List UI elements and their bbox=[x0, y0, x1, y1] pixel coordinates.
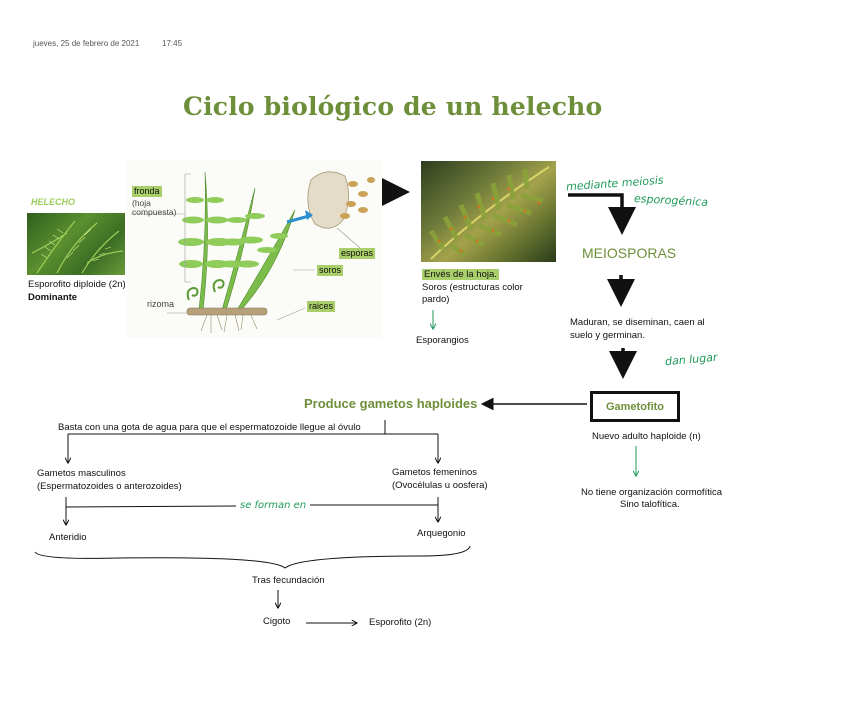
cigoto-label: Cigoto bbox=[263, 616, 291, 627]
nuevo-adulto-text: Nuevo adulto haploide (n) bbox=[592, 431, 701, 442]
arquegonio-label: Arquegonio bbox=[417, 528, 466, 539]
label-raices: raices bbox=[307, 301, 336, 312]
esporofito-2n-label: Esporofito (2n) bbox=[369, 617, 432, 628]
basta-text: Basta con una gota de agua para que el e… bbox=[58, 422, 361, 433]
anteridio-label: Anteridio bbox=[49, 532, 87, 543]
fern-diagram-art bbox=[131, 171, 375, 333]
arrow-to-meiosporas bbox=[568, 193, 636, 235]
leaf-photo bbox=[421, 161, 556, 262]
pardo-caption: pardo) bbox=[422, 294, 450, 305]
dominante-caption: Dominante bbox=[28, 292, 78, 303]
label-esporas: esporas bbox=[339, 248, 376, 259]
label-fronda: fronda bbox=[132, 186, 162, 197]
enves-highlight: Envés de la hoja. bbox=[422, 269, 499, 280]
label-soros: soros bbox=[317, 265, 344, 276]
gametofito-label: Gametofito bbox=[605, 400, 665, 413]
gametos-femeninos-label: Gametos femeninos bbox=[392, 467, 478, 478]
helecho-label: HELECHO bbox=[31, 197, 76, 207]
esporofito-caption: Esporofito diploide (2n) bbox=[28, 279, 126, 290]
label-compuesta: compuesta) bbox=[132, 207, 177, 217]
ovocelulas-label: (Ovocélulas u oosfera) bbox=[392, 480, 488, 491]
gametos-masculinos-label: Gametos masculinos bbox=[37, 468, 126, 479]
fern-photo-art bbox=[31, 220, 124, 274]
no-tiene-text: No tiene organización cormofítica bbox=[581, 487, 722, 498]
label-rizoma: rizoma bbox=[147, 299, 175, 309]
talofitica-text: Sino talofítica. bbox=[620, 499, 680, 510]
handwritten-esporogenica: esporogénica bbox=[633, 192, 709, 209]
note-date: jueves, 25 de febrero de 2021 bbox=[33, 39, 140, 48]
forman-line-left bbox=[65, 505, 237, 508]
fern-diagram: fronda (hoja compuesta) rizoma esporas s… bbox=[127, 160, 382, 338]
handwritten-se-forman-en: se forman en bbox=[240, 500, 307, 511]
maduran-text: Maduran, se diseminan, caen al bbox=[570, 317, 705, 328]
espermatozoides-label: (Espermatozoides o anterozoides) bbox=[37, 481, 182, 492]
esporangios-label: Esporangios bbox=[416, 335, 469, 346]
enves-caption: Envés de la hoja. bbox=[422, 268, 499, 281]
germinan-text: suelo y germinan. bbox=[570, 330, 645, 341]
note-time: 17:45 bbox=[162, 39, 183, 48]
meiosporas-label: MEIOSPORAS bbox=[582, 245, 677, 261]
soros-caption: Soros (estructuras color bbox=[422, 282, 523, 293]
label-hoja: (hoja bbox=[132, 198, 151, 208]
handwritten-dan-lugar: dan lugar bbox=[664, 350, 718, 369]
handwritten-mediante-meiosis: mediante meiosis bbox=[565, 173, 664, 194]
produce-gametos-heading: Produce gametos haploides bbox=[304, 396, 478, 411]
gametofito-box: Gametofito bbox=[590, 391, 680, 422]
tras-fecundacion-label: Tras fecundación bbox=[252, 575, 325, 586]
fecundacion-brace bbox=[34, 545, 471, 569]
page-title: Ciclo biológico de un helecho bbox=[183, 92, 603, 121]
fern-photo bbox=[27, 213, 125, 275]
leaf-photo-art bbox=[428, 166, 550, 260]
